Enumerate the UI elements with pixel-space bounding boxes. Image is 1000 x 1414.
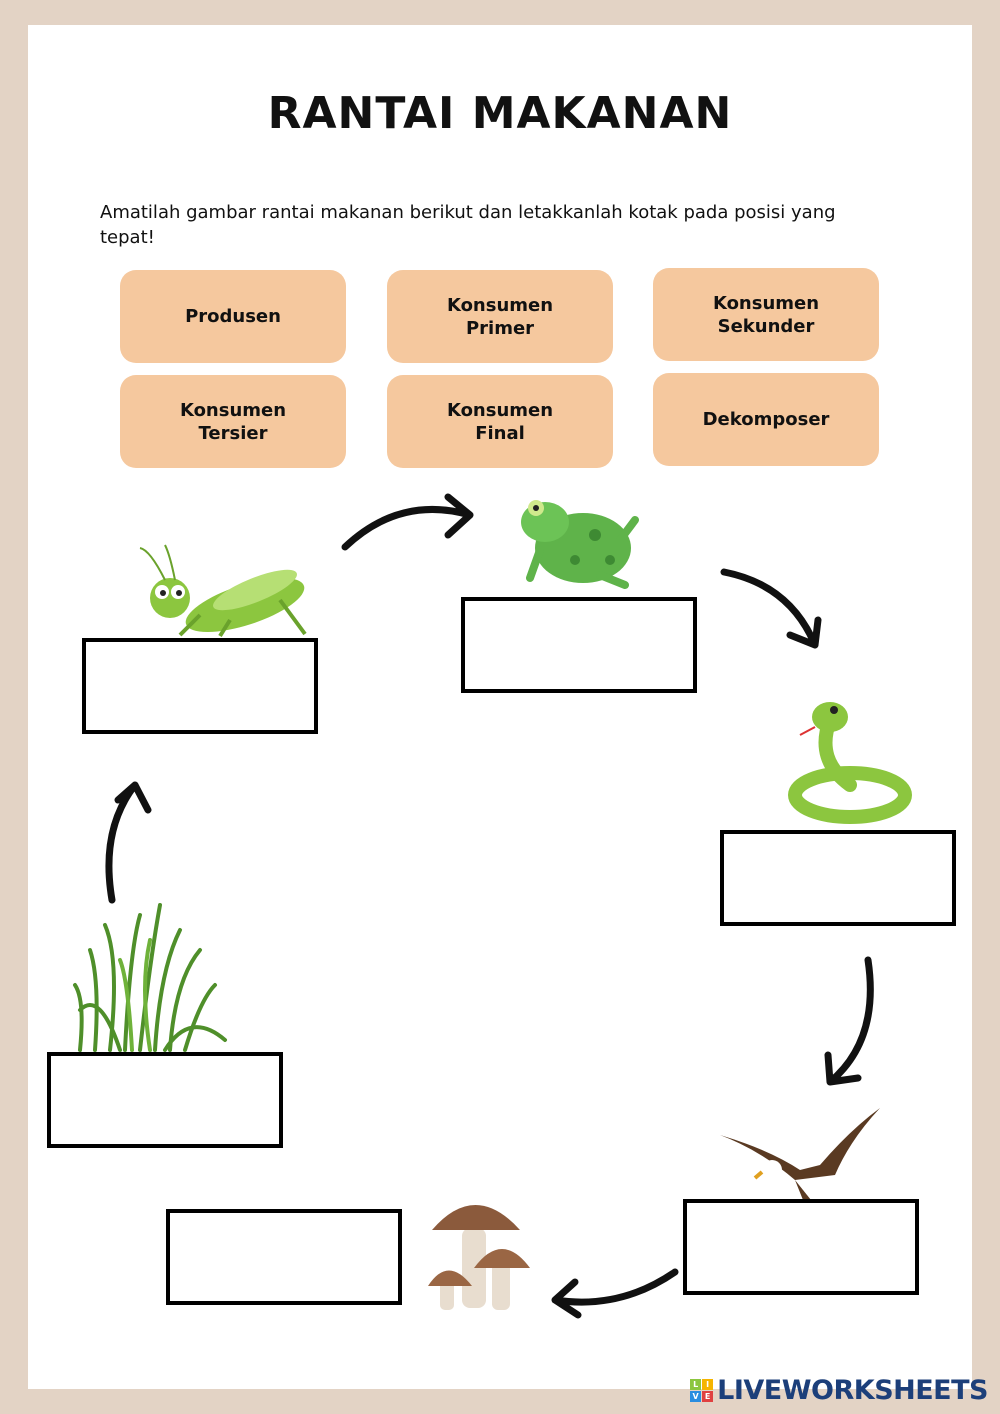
card-konsumen-sekunder[interactable]: Konsumen Sekunder	[653, 268, 879, 361]
frog-icon	[521, 500, 639, 589]
arrow-grass-to-grasshopper	[105, 781, 152, 904]
drop-box-mushroom[interactable]	[166, 1209, 402, 1305]
drop-box-grasshopper[interactable]	[82, 638, 318, 734]
instruction-text: Amatilah gambar rantai makanan berikut d…	[100, 202, 836, 248]
arrow-eagle-to-mushroom	[551, 1268, 679, 1319]
drop-box-frog[interactable]	[461, 597, 697, 693]
logo-tile: E	[702, 1391, 714, 1402]
drop-box-snake[interactable]	[720, 830, 956, 926]
card-konsumen-primer[interactable]: Konsumen Primer	[387, 270, 613, 363]
logo-tile: L	[690, 1379, 702, 1390]
logo-tiles-icon: L I V E	[690, 1379, 714, 1402]
mushroom-icon	[428, 1205, 530, 1310]
logo-tile: V	[690, 1391, 702, 1402]
grasshopper-icon	[139, 544, 307, 638]
arrow-snake-to-eagle	[824, 956, 874, 1086]
liveworksheets-logo: L I V E LIVEWORKSHEETS	[690, 1375, 988, 1406]
arrow-frog-to-snake	[720, 568, 822, 649]
card-konsumen-tersier[interactable]: Konsumen Tersier	[120, 375, 346, 468]
grass-icon	[73, 903, 227, 1052]
arrow-grasshopper-to-frog	[341, 493, 474, 551]
eagle-icon	[720, 1108, 880, 1205]
logo-tile: I	[702, 1379, 714, 1390]
page-title: RANTAI MAKANAN	[267, 88, 733, 139]
card-dekomposer[interactable]: Dekomposer	[653, 373, 879, 466]
snake-icon	[788, 702, 912, 824]
drop-box-eagle[interactable]	[683, 1199, 919, 1295]
drop-box-grass[interactable]	[47, 1052, 283, 1148]
logo-text: LIVEWORKSHEETS	[717, 1375, 988, 1406]
card-konsumen-final[interactable]: Konsumen Final	[387, 375, 613, 468]
card-produsen[interactable]: Produsen	[120, 270, 346, 363]
